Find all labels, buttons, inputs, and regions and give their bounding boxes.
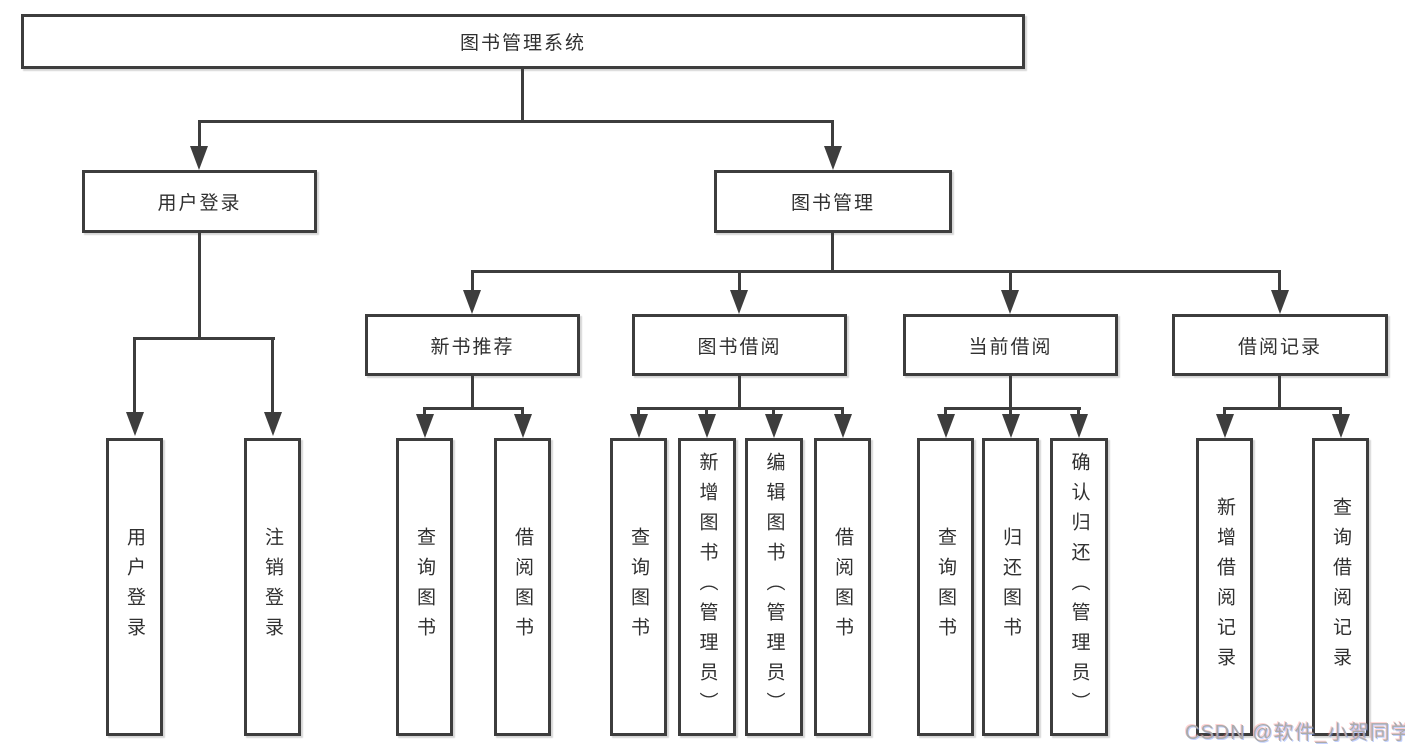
connector-book-management-drop-3: [1009, 270, 1012, 292]
node-label: 编辑图书（管理员）: [763, 452, 785, 722]
connector-current-stem: [1009, 376, 1012, 410]
arrow-down-icon: [264, 412, 282, 436]
arrow-down-icon: [698, 414, 716, 438]
connector-borrowing-drop-2: [705, 407, 708, 416]
arrow-down-icon: [730, 290, 748, 314]
node-current-borrowing: 当前借阅: [903, 314, 1118, 376]
node-label: 用户登录: [157, 193, 242, 214]
connector-records-rail: [1223, 407, 1342, 410]
arrow-down-icon: [937, 414, 955, 438]
node-borrowing-records: 借阅记录: [1172, 314, 1388, 376]
node-label: 新书推荐: [430, 336, 515, 358]
leaf-borrow-books-borrowing: 借阅图书: [814, 438, 871, 736]
connector-new-book-drop-1: [423, 407, 426, 416]
node-label: 图书管理系统: [459, 33, 586, 54]
node-label: 图书管理: [790, 193, 875, 214]
connector-root-drop-right: [831, 120, 834, 148]
arrow-down-icon: [630, 414, 648, 438]
leaf-add-books-admin: 新增图书（管理员）: [678, 438, 736, 736]
node-label: 查询图书: [414, 527, 435, 647]
node-label: 借阅记录: [1237, 336, 1322, 358]
node-book-management: 图书管理: [714, 170, 952, 233]
node-label: 借阅图书: [832, 527, 853, 647]
node-library-management-system: 图书管理系统: [21, 14, 1025, 69]
leaf-user-login: 用户登录: [106, 438, 163, 736]
connector-records-drop-1: [1223, 407, 1226, 416]
node-label: 新增借阅记录: [1214, 497, 1235, 677]
arrow-down-icon: [126, 412, 144, 436]
arrow-down-icon: [416, 414, 434, 438]
connector-records-stem: [1278, 376, 1281, 410]
connector-new-book-stem: [471, 376, 474, 410]
node-label: 注销登录: [262, 527, 283, 647]
connector-root-rail: [198, 120, 834, 123]
arrow-down-icon: [824, 146, 842, 170]
leaf-borrow-books-recommend: 借阅图书: [494, 438, 551, 736]
connector-current-rail: [944, 407, 1081, 410]
connector-borrowing-rail: [637, 407, 844, 410]
connector-user-login-drop-1: [133, 337, 136, 415]
arrow-down-icon: [514, 414, 532, 438]
node-label: 图书借阅: [697, 336, 782, 358]
connector-records-drop-2: [1339, 407, 1342, 416]
node-label: 查询图书: [628, 527, 649, 647]
leaf-logout: 注销登录: [244, 438, 301, 736]
connector-book-management-drop-2: [738, 270, 741, 292]
node-label: 用户登录: [124, 527, 145, 647]
connector-borrowing-drop-4: [841, 407, 844, 416]
connector-borrowing-drop-3: [772, 407, 775, 416]
arrow-down-icon: [834, 414, 852, 438]
arrow-down-icon: [463, 290, 481, 314]
arrow-down-icon: [1332, 414, 1350, 438]
leaf-query-books-recommend: 查询图书: [396, 438, 453, 736]
connector-borrowing-stem: [738, 376, 741, 410]
leaf-query-books-current: 查询图书: [917, 438, 974, 736]
node-label: 查询借阅记录: [1330, 497, 1351, 677]
leaf-return-books: 归还图书: [982, 438, 1039, 736]
node-new-book-recommendation: 新书推荐: [365, 314, 580, 376]
connector-current-drop-2: [1009, 407, 1012, 416]
node-label: 新增图书（管理员）: [696, 452, 718, 722]
leaf-add-borrow-record: 新增借阅记录: [1196, 438, 1253, 736]
connector-root-drop-left: [198, 120, 201, 148]
arrow-down-icon: [1271, 290, 1289, 314]
connector-book-management-rail: [471, 270, 1281, 273]
connector-root-stem: [521, 69, 524, 123]
node-label: 借阅图书: [512, 527, 533, 647]
node-label: 确认归还（管理员）: [1068, 452, 1090, 722]
leaf-query-borrow-record: 查询借阅记录: [1312, 438, 1369, 736]
connector-book-management-stem: [831, 233, 834, 273]
arrow-down-icon: [1216, 414, 1234, 438]
node-label: 归还图书: [1000, 527, 1021, 647]
arrow-down-icon: [1070, 414, 1088, 438]
arrow-down-icon: [1002, 414, 1020, 438]
connector-new-book-drop-2: [521, 407, 524, 416]
connector-book-management-drop-1: [471, 270, 474, 292]
arrow-down-icon: [190, 146, 208, 170]
connector-borrowing-drop-1: [637, 407, 640, 416]
connector-book-management-drop-4: [1278, 270, 1281, 292]
node-book-borrowing: 图书借阅: [632, 314, 847, 376]
connector-user-login-stem: [198, 233, 201, 340]
arrow-down-icon: [765, 414, 783, 438]
node-label: 查询图书: [935, 527, 956, 647]
connector-user-login-rail: [133, 337, 275, 340]
leaf-confirm-return-admin: 确认归还（管理员）: [1050, 438, 1108, 736]
leaf-query-books-borrowing: 查询图书: [610, 438, 667, 736]
connector-current-drop-3: [1077, 407, 1080, 416]
watermark-text: CSDN @软件_小贺同学: [1185, 722, 1405, 744]
node-label: 当前借阅: [968, 336, 1053, 358]
connector-user-login-drop-2: [271, 337, 274, 415]
connector-new-book-rail: [423, 407, 524, 410]
leaf-edit-books-admin: 编辑图书（管理员）: [745, 438, 803, 736]
arrow-down-icon: [1001, 290, 1019, 314]
connector-current-drop-1: [944, 407, 947, 416]
node-user-login: 用户登录: [82, 170, 317, 233]
